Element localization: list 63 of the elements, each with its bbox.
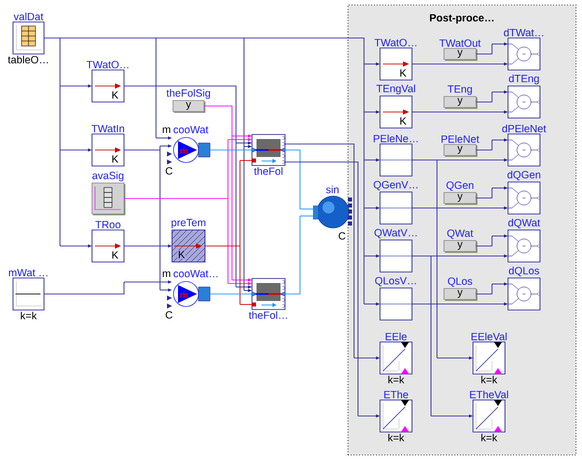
connector <box>284 150 314 210</box>
block-label: TWatOut <box>439 39 481 47</box>
block-label: QWatV… <box>374 229 417 238</box>
block-label: mWat … <box>8 268 48 276</box>
block-label: EThe <box>384 390 408 398</box>
gain-block: K <box>380 96 412 128</box>
block-label: TEng <box>448 85 472 95</box>
port-label: C <box>338 232 346 240</box>
gain-block: K <box>92 230 124 262</box>
expression-button: y <box>444 96 478 109</box>
parameter-label: k=k <box>388 376 404 384</box>
block-label: preTem <box>172 218 206 228</box>
block-label: TWatO… <box>86 60 128 68</box>
block-label: EEleVal <box>472 332 507 340</box>
expression-button: y <box>172 100 206 113</box>
parameter-label: k=k <box>388 434 404 442</box>
block-label: QLosV… <box>375 276 416 286</box>
connector <box>204 160 252 305</box>
block-label: cooWat <box>174 126 208 134</box>
connector <box>284 216 314 294</box>
block-label: avaSig <box>92 172 124 182</box>
parameter-label: k=k <box>481 376 498 384</box>
gain-block: K <box>92 134 124 166</box>
panel-title: Post-proce… <box>430 14 494 24</box>
block-label: QGenV… <box>374 181 418 190</box>
block-label: dQLos <box>508 266 540 276</box>
gain-block: K <box>92 70 124 102</box>
block-label: sin <box>326 186 339 194</box>
expression-button: y <box>444 240 478 253</box>
block-label: theFolSig <box>166 89 210 99</box>
block-label: theFol <box>254 167 282 175</box>
parameter-label: k=k <box>20 312 37 320</box>
expression-button: y <box>444 288 478 301</box>
block-label: theFol… <box>248 311 287 319</box>
expression-button: y <box>444 192 478 205</box>
port-label: m <box>162 271 170 277</box>
block-label: TWatIn <box>92 124 124 132</box>
block-label: ETheVal <box>470 390 508 398</box>
parameter-label: k=k <box>481 434 498 442</box>
block-label: dPEleNet <box>502 124 546 132</box>
block-label: TRoo <box>95 220 120 228</box>
gain-block: K <box>380 48 412 80</box>
block-label: TWatO… <box>374 38 416 46</box>
block-label: valDat <box>14 12 44 20</box>
block-label: dTWat… <box>504 28 544 36</box>
hatched-block: K <box>172 230 206 262</box>
block-label: cooWat… <box>174 270 218 278</box>
block-label: dTEng <box>508 74 539 84</box>
block-label: QWat <box>447 230 474 239</box>
expression-button: y <box>444 48 478 61</box>
block-label: EEle <box>386 332 407 340</box>
port-label: C <box>166 167 172 175</box>
block-label: TEngVal <box>376 84 416 94</box>
block-label: PEleNe… <box>374 134 418 142</box>
block-label: QGen <box>446 182 474 191</box>
port-label: m <box>162 127 170 133</box>
port-label: C <box>166 311 172 319</box>
block-label: PEleNet <box>442 135 480 143</box>
expression-button: y <box>444 144 478 157</box>
block-label: dQGen <box>508 170 540 180</box>
block-label: dQWat <box>508 218 540 228</box>
parameter-label: tableO… <box>8 56 48 64</box>
block-label: QLos <box>448 277 472 287</box>
